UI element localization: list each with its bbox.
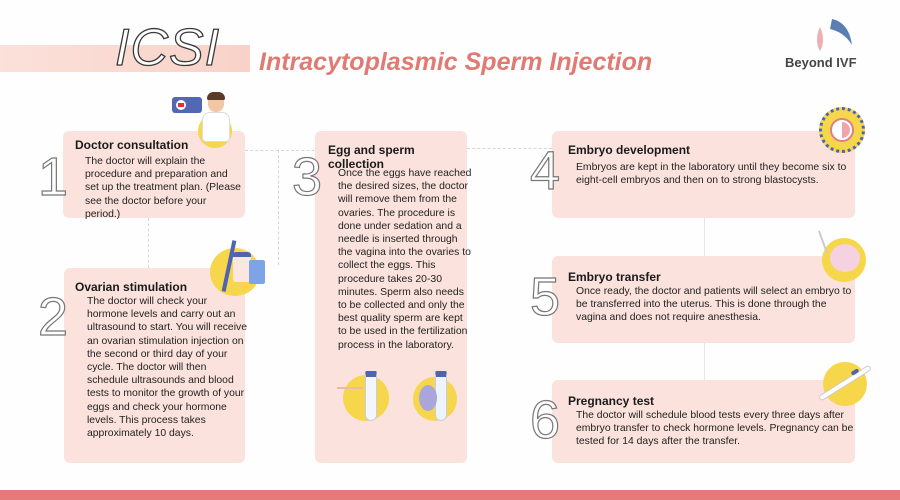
step-card-6: Pregnancy test The doctor will schedule … xyxy=(552,380,855,463)
step-card-3: Egg and sperm collection Once the eggs h… xyxy=(315,131,471,463)
step-number-5: 5 xyxy=(529,267,561,327)
embryo-transfer-icon xyxy=(817,230,868,282)
step-card-4: Embryo development Embryos are kept in t… xyxy=(552,131,855,218)
egg-collection-illustration-icon xyxy=(335,367,395,427)
step-number-3: 3 xyxy=(291,147,323,207)
title-acronym: ICSI xyxy=(114,19,221,77)
beyond-ivf-logo-icon xyxy=(817,19,852,51)
doctor-icon xyxy=(172,92,252,152)
step-number-4: 4 xyxy=(529,141,561,201)
connector-5-6 xyxy=(704,343,705,388)
pregnancy-test-icon xyxy=(815,358,875,408)
step-text: The doctor will check your hormone level… xyxy=(87,296,247,440)
step-title: Pregnancy test xyxy=(568,394,655,408)
step-text: Once the eggs have reached the desired s… xyxy=(338,168,472,351)
sperm-collection-illustration-icon xyxy=(407,367,467,427)
step-title: Embryo transfer xyxy=(568,270,661,284)
step-card-2: Ovarian stimulation The doctor will chec… xyxy=(64,268,247,463)
step-title: Doctor consultation xyxy=(75,138,189,152)
syringe-medication-icon xyxy=(205,240,270,296)
connector-1-2 xyxy=(148,218,149,268)
step-text: Once ready, the doctor and patients will… xyxy=(576,286,852,324)
connector-1-3 xyxy=(245,150,335,151)
step-number-1: 1 xyxy=(37,147,69,207)
logo-text: Beyond IVF xyxy=(785,55,857,70)
step-card-5: Embryo transfer Once ready, the doctor a… xyxy=(552,256,855,343)
step-text: The doctor will explain the procedure an… xyxy=(85,156,241,220)
footer-bar xyxy=(0,490,900,500)
step-number-6: 6 xyxy=(529,390,561,450)
connector-3-4 xyxy=(467,148,552,149)
step-number-2: 2 xyxy=(37,287,69,347)
step-title: Ovarian stimulation xyxy=(75,280,188,294)
title-band xyxy=(0,45,250,72)
connector-4-5 xyxy=(704,218,705,256)
step-title: Egg and sperm collection xyxy=(328,143,415,171)
step-text: Embryos are kept in the laboratory until… xyxy=(576,162,847,187)
step-title: Embryo development xyxy=(568,143,691,157)
embryo-cycle-icon xyxy=(817,105,867,155)
connector-2-3 xyxy=(278,150,279,265)
page-title: Intracytoplasmic Sperm Injection xyxy=(259,48,653,76)
step-text: The doctor will schedule blood tests eve… xyxy=(576,410,854,448)
